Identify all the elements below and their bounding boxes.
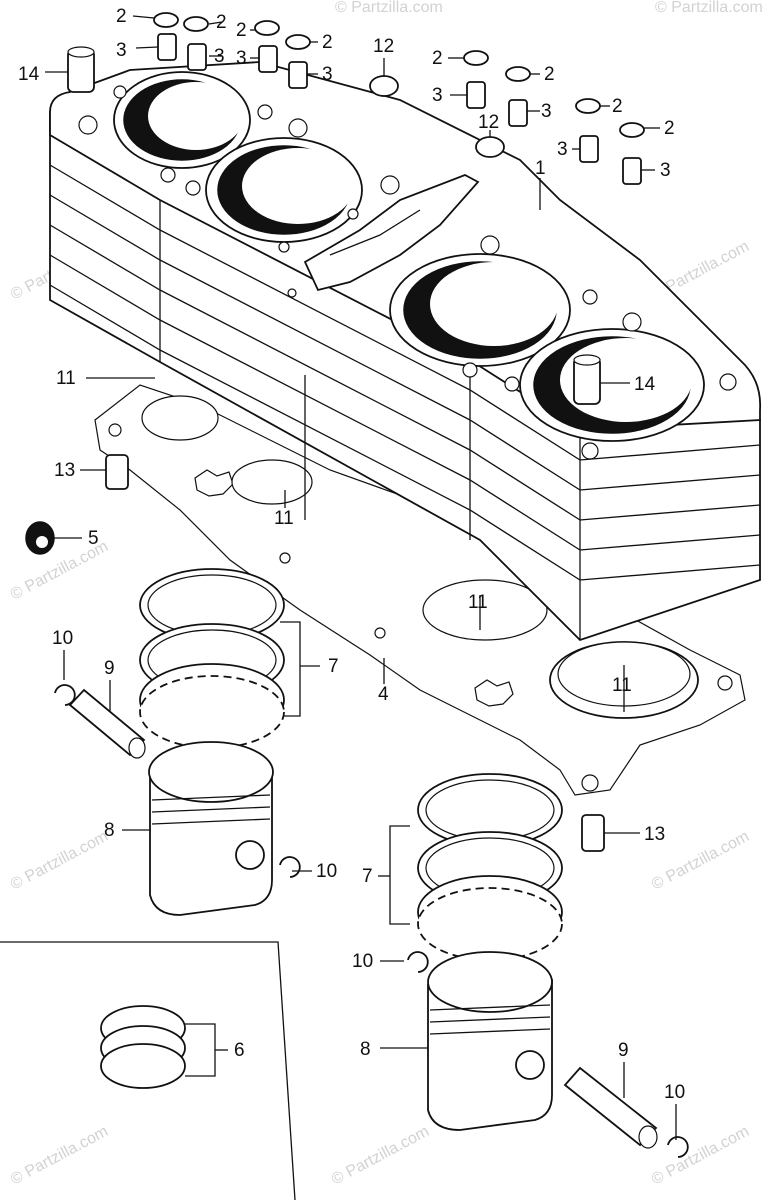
callout-label: 3 [432, 85, 443, 106]
callout-label: 1 [535, 158, 546, 179]
callout-label: 8 [104, 820, 115, 841]
washer [153, 12, 179, 28]
callout-label: 10 [316, 861, 337, 882]
callout-label: 3 [541, 101, 552, 122]
washer [575, 98, 601, 114]
washer [619, 122, 645, 138]
cap-nut [25, 521, 55, 555]
callout-label: 5 [88, 528, 99, 549]
collar [466, 81, 486, 109]
callout-label: 9 [618, 1040, 629, 1061]
callout-label: 2 [216, 12, 227, 33]
callout-label: 10 [52, 628, 73, 649]
callout-labels: 2 2 3 3 2 2 3 3 14 12 2 2 3 3 2 12 2 3 3… [18, 6, 685, 1103]
washers [153, 12, 645, 138]
callout-label: 2 [322, 32, 333, 53]
piston-pin-clip [54, 684, 76, 706]
callout-label: 3 [660, 160, 671, 181]
collar [579, 135, 599, 163]
piston-pin [68, 688, 146, 759]
callout-label: 11 [56, 368, 76, 389]
watermark: © Partzilla.com [8, 828, 111, 894]
callout-label: 2 [236, 20, 247, 41]
o-ring [369, 75, 399, 97]
oversize-ring-set [100, 1005, 186, 1089]
piston-ring-set [417, 773, 563, 961]
watermark: © Partzilla.com [655, 0, 763, 16]
watermark: © Partzilla.com [329, 1123, 432, 1189]
collar [258, 45, 278, 73]
base-gasket [94, 384, 746, 796]
callout-label: 9 [104, 658, 115, 679]
cylinder-block [49, 61, 762, 642]
callout-label: 6 [234, 1040, 245, 1061]
callout-label: 11 [612, 675, 632, 696]
callout-label: 14 [634, 374, 656, 395]
inset-frame [0, 941, 296, 1200]
callout-label: 2 [432, 48, 443, 69]
callout-label: 2 [116, 6, 127, 27]
callout-label: 12 [373, 36, 394, 57]
callout-label: 13 [54, 460, 75, 481]
watermark: © Partzilla.com [8, 1123, 111, 1189]
callout-label: 2 [544, 64, 555, 85]
callout-label: 12 [478, 112, 499, 133]
collar [288, 61, 308, 89]
callout-label: 3 [116, 40, 127, 61]
collar [508, 99, 528, 127]
watermark: © Partzilla.com [649, 1123, 752, 1189]
piston-ring-set [139, 568, 285, 749]
washer [463, 50, 489, 66]
callout-label: 3 [322, 64, 333, 85]
callout-label: 2 [664, 118, 675, 139]
piston-pin-clip [407, 951, 429, 973]
callout-label: 14 [18, 64, 40, 85]
dowel-pin [67, 46, 95, 93]
leader-lines [45, 15, 677, 1140]
callout-label: 10 [352, 951, 373, 972]
piston [148, 741, 274, 916]
washer [254, 20, 280, 36]
washer [183, 16, 209, 32]
collar [157, 33, 177, 61]
washer [505, 66, 531, 82]
callout-label: 11 [274, 508, 294, 529]
dowel-pin [573, 354, 601, 405]
callout-label: 3 [214, 46, 225, 67]
callout-label: 10 [664, 1082, 685, 1103]
callout-label: 2 [612, 96, 623, 117]
callout-label: 13 [644, 824, 665, 845]
callout-label: 8 [360, 1039, 371, 1060]
piston-pin-clip [667, 1136, 689, 1158]
callout-label: 11 [468, 592, 488, 613]
callout-label: 3 [236, 48, 247, 69]
piston-pin [563, 1066, 658, 1149]
piston-pin-clip [279, 856, 301, 878]
callout-label: 7 [362, 866, 373, 887]
washer [285, 34, 311, 50]
collar [187, 43, 207, 71]
dowel-pin-13 [581, 814, 605, 852]
watermark: © Partzilla.com [335, 0, 443, 16]
collar [622, 157, 642, 185]
callout-label: 7 [328, 656, 339, 677]
piston [427, 951, 553, 1131]
dowel-pin-13 [105, 454, 129, 490]
callout-label: 4 [378, 684, 389, 705]
callout-label: 3 [557, 139, 568, 160]
o-ring [475, 136, 505, 158]
